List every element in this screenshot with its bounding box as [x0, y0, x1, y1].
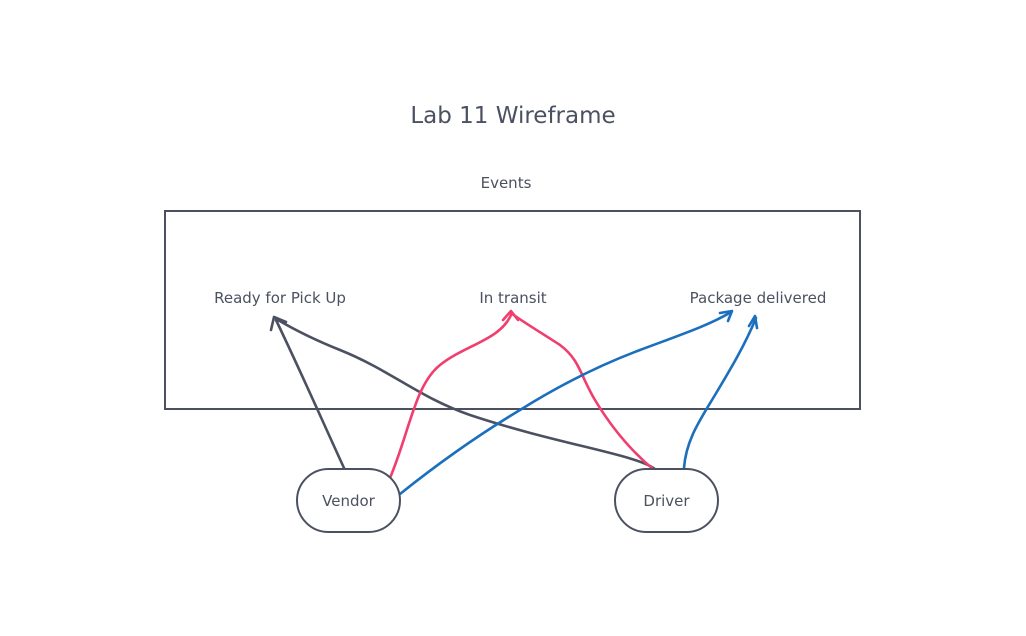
event-in-transit[interactable]: In transit	[479, 289, 547, 307]
arrowhead-vendor-to-ready	[269, 315, 288, 332]
actor-driver[interactable]: Driver	[614, 468, 719, 533]
actor-vendor[interactable]: Vendor	[296, 468, 401, 533]
arrowhead-driver-to-delivered	[747, 314, 759, 330]
page-title: Lab 11 Wireframe	[410, 103, 616, 129]
event-ready-for-pick-up[interactable]: Ready for Pick Up	[214, 289, 346, 307]
arrow-driver-to-delivered	[682, 316, 758, 470]
events-box[interactable]	[164, 210, 861, 410]
events-label: Events	[480, 174, 532, 192]
arrowhead-vendor-to-delivered	[718, 309, 734, 323]
arrow-vendor-to-ready	[274, 318, 346, 470]
actor-driver-label: Driver	[643, 491, 690, 510]
arrow-vendor-to-transit	[388, 313, 513, 480]
arrow-driver-to-ready	[276, 318, 658, 472]
arrow-vendor-to-delivered	[398, 310, 733, 496]
event-package-delivered[interactable]: Package delivered	[689, 289, 827, 307]
actor-vendor-label: Vendor	[322, 491, 375, 510]
